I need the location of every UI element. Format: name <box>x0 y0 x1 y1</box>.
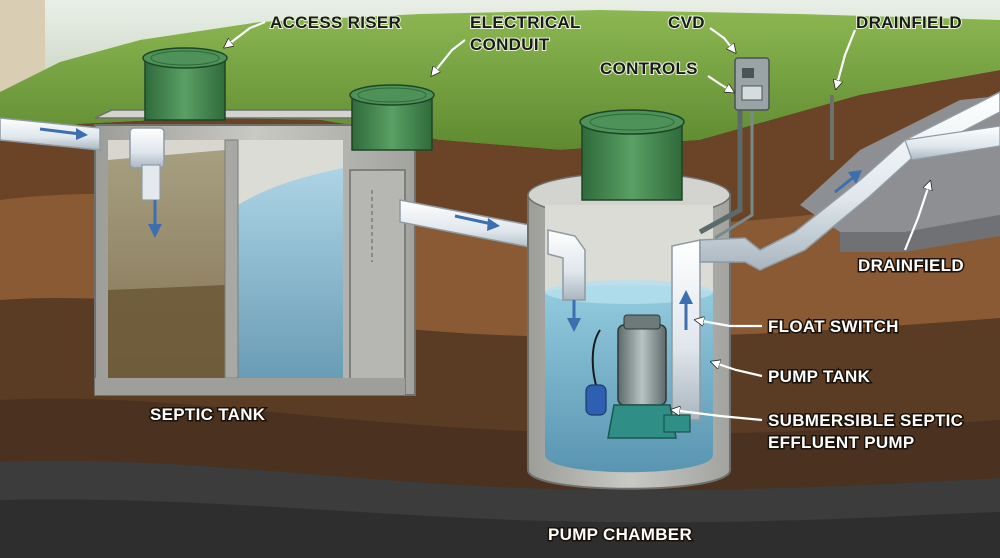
house-wall <box>0 0 45 92</box>
label-pump-line-1: SUBMERSIBLE SEPTIC <box>768 411 963 430</box>
controls-leader <box>707 75 733 92</box>
label-drainfield-right: DRAINFIELD <box>858 256 964 275</box>
discharge-pipe <box>671 91 1000 421</box>
label-electrical-conduit-line-2: CONDUIT <box>470 35 550 54</box>
submersible-pump <box>607 314 691 439</box>
label-float-switch: FLOAT SWITCH <box>768 317 899 336</box>
septic-sludge-layer <box>108 285 225 378</box>
float-switch-leader <box>696 320 762 328</box>
inlet-tee <box>129 127 165 169</box>
septic-access-riser-right <box>349 84 435 151</box>
septic-access-riser-left <box>142 47 228 121</box>
pump-chamber-riser <box>579 109 685 201</box>
float-switch <box>585 329 607 416</box>
pump-tank-leader <box>712 362 763 378</box>
label-pump-tank: PUMP TANK <box>768 367 871 386</box>
label-pump-line-2: EFFLUENT PUMP <box>768 433 915 452</box>
septic-to-pump-pipe <box>399 199 556 253</box>
label-controls: CONTROLS <box>600 59 698 78</box>
septic-tank <box>94 109 433 396</box>
cvd-leader <box>709 27 735 52</box>
access-riser-leader <box>225 20 266 47</box>
pump-leader <box>672 410 763 422</box>
rock-deep-layer <box>0 499 1000 558</box>
electrical-conduit <box>698 110 754 240</box>
electrical-conduit-leader <box>432 39 466 75</box>
pump-inlet-elbow <box>547 229 586 332</box>
label-electrical-conduit-line-1: ELECTRICAL <box>470 13 581 32</box>
label-drainfield-top: DRAINFIELD <box>856 13 962 32</box>
label-pump-chamber: PUMP CHAMBER <box>548 525 692 544</box>
control-box <box>734 57 770 111</box>
label-cvd: CVD <box>668 13 705 32</box>
inlet-pipe <box>0 117 101 151</box>
drainfield-right-leader <box>903 182 930 251</box>
septic-clarified-water <box>238 168 343 378</box>
label-access-riser: ACCESS RISER <box>270 13 401 32</box>
drainfield-top-leader <box>836 29 857 88</box>
label-septic-tank: SEPTIC TANK <box>150 405 266 424</box>
